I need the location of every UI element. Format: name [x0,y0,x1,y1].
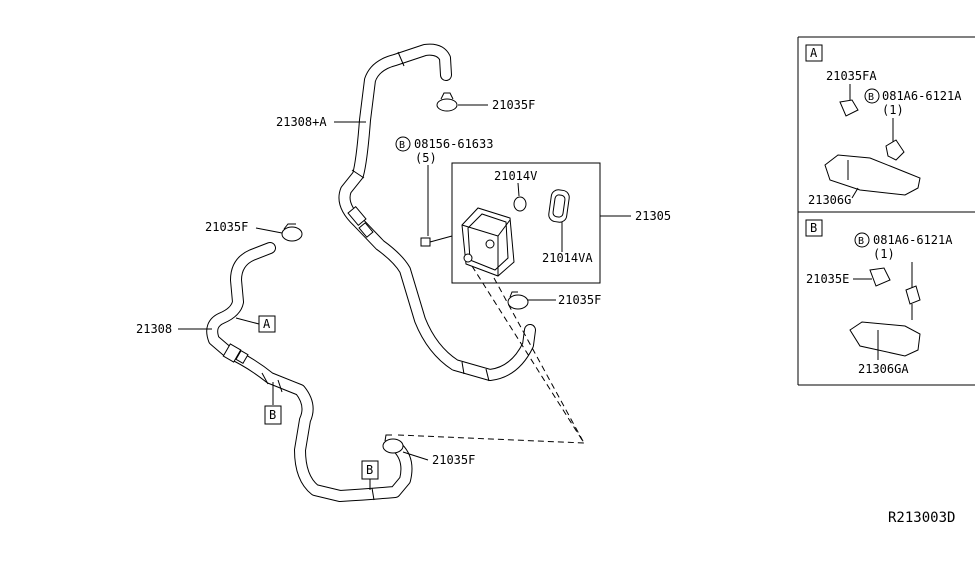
gasket-21014VA [548,189,570,223]
panelB-bracket [849,321,921,357]
bolt-08156 [420,235,453,247]
label-21014VA: 21014VA [542,251,593,265]
label-08156-61633: 08156-61633 [414,137,493,151]
label-08156-qty: (5) [415,151,437,165]
panel-B: B B 081A6-6121A (1) 21035E 21306GA [805,219,953,376]
lower-hose [206,242,413,502]
o-ring-21014V [513,196,527,212]
panelA-part1: 21035FA [826,69,877,83]
leader-21035F-bottom [402,451,429,461]
panel-B-tag: B [810,221,817,235]
clamp-left [281,223,303,242]
clamp-top [436,92,458,112]
clamp-mid [507,291,529,310]
panelA-part3: 21306G [808,193,851,207]
panelB-clip [869,267,891,287]
panel-B-tag-box [805,219,823,237]
bolt-marker-letter: B [399,140,405,151]
panelB-part1: 081A6-6121A [873,233,953,247]
label-21305: 21305 [635,209,671,223]
panelA-clip [839,99,859,117]
panelB-bolt [905,285,921,305]
panel-A-tag-box [805,44,823,62]
label-21035F-top: 21035F [492,98,535,112]
ref-B2-letter: B [366,463,373,477]
panelA-bolt-marker [864,88,880,104]
upper-hose-connector [347,205,374,238]
inset-panels [797,36,975,386]
leader-21014V [517,182,520,197]
panelA-bolt-marker-letter: B [868,92,874,103]
leader-ref-A [235,317,260,325]
label-21035F-bottom: 21035F [432,453,475,467]
panel-A: A 21035FA B 081A6-6121A (1) 21306G [805,44,962,207]
clamp-bottom [382,434,404,454]
label-21308: 21308 [136,322,172,336]
ref-A-letter: A [263,317,271,331]
panelB-part2: 21035E [806,272,849,286]
ref-B1-letter: B [269,408,276,422]
panelB-bolt-marker-letter: B [858,236,864,247]
panelA-qty: (1) [882,103,904,117]
bolt-marker-08156: B [395,136,411,152]
label-21035F-mid: 21035F [558,293,601,307]
label-21035F-left: 21035F [205,220,248,234]
ref-box-A [258,315,276,333]
panelB-part3: 21306GA [858,362,909,376]
diagram-code: R213003D [888,510,955,526]
dashed-reference [397,265,585,444]
oil-cooler [461,207,515,277]
panelB-bolt-marker [854,232,870,248]
panel-A-tag: A [810,46,818,60]
upper-hose [338,43,536,382]
ref-box-B1 [264,405,282,425]
lower-hose-connector [222,343,249,365]
panelB-qty: (1) [873,247,895,261]
panelA-bolt [885,139,905,161]
leader-21035F-left [255,227,283,234]
label-21014V: 21014V [494,169,537,183]
panelA-bracket [824,154,921,196]
label-21308A: 21308+A [276,115,327,129]
panelA-part2: 081A6-6121A [882,89,962,103]
